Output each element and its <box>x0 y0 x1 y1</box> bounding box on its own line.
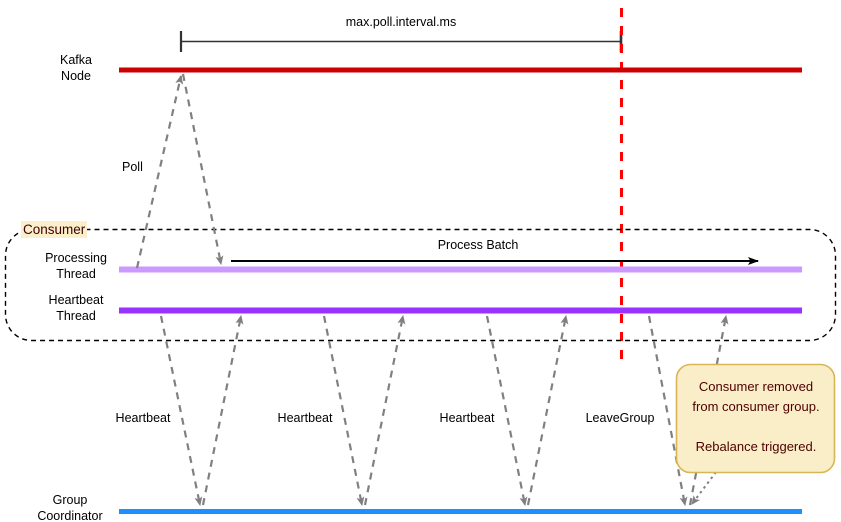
group-coordinator-label-line1: Group <box>53 493 88 507</box>
poll-label: Poll <box>122 160 143 174</box>
callout-connector-arrow <box>691 471 717 505</box>
callout-line-3: Rebalance triggered. <box>696 439 817 454</box>
leavegroup-label: LeaveGroup <box>586 411 655 425</box>
processing-thread-label-line1: Processing <box>45 251 107 265</box>
heartbeat-2-response-arrow <box>363 314 406 506</box>
heartbeat-1-label: Heartbeat <box>116 411 171 425</box>
heartbeat-thread-label-line2: Thread <box>56 309 96 323</box>
heartbeat-3-response-arrow <box>526 314 569 506</box>
lane-group-coordinator: Group Coordinator <box>37 493 802 522</box>
kafka-node-label-line2: Node <box>61 69 91 83</box>
lane-heartbeat-thread: Heartbeat Thread <box>49 293 802 323</box>
lane-kafka-node: Kafka Node <box>60 53 802 83</box>
processing-thread-label-line2: Thread <box>56 267 96 281</box>
poll-response-arrow <box>181 73 224 266</box>
process-batch-span: Process Batch <box>231 238 759 265</box>
heartbeat-2-request-arrow <box>322 315 365 507</box>
leavegroup-request-arrow <box>647 315 688 507</box>
callout-line-2: from consumer group. <box>692 399 819 414</box>
max-poll-interval-bracket: max.poll.interval.ms <box>179 15 623 52</box>
consumer-label-background <box>21 221 87 238</box>
message-heartbeat-2: Heartbeat <box>278 314 406 507</box>
lane-processing-thread: Processing Thread <box>45 251 802 281</box>
process-batch-label: Process Batch <box>438 238 519 252</box>
heartbeat-1-request-arrow <box>159 315 203 507</box>
callout-box-background <box>675 363 836 474</box>
heartbeat-3-label: Heartbeat <box>440 411 495 425</box>
consumer-box-outline <box>4 228 837 342</box>
max-poll-interval-label: max.poll.interval.ms <box>346 15 456 29</box>
kafka-node-label-line1: Kafka <box>60 53 92 67</box>
consumer-boundary-box: Consumer <box>4 221 837 342</box>
rebalance-callout-box: Consumer removed from consumer group. Re… <box>675 363 836 474</box>
message-heartbeat-1: Heartbeat <box>116 314 244 507</box>
consumer-box-label: Consumer <box>23 222 86 237</box>
heartbeat-2-label: Heartbeat <box>278 411 333 425</box>
heartbeat-3-request-arrow <box>485 315 528 507</box>
callout-line-1: Consumer removed <box>699 379 813 394</box>
heartbeat-thread-label-line1: Heartbeat <box>49 293 104 307</box>
poll-request-arrow <box>135 74 184 269</box>
message-heartbeat-3: Heartbeat <box>440 314 569 507</box>
message-poll: Poll <box>122 73 224 269</box>
heartbeat-1-response-arrow <box>201 314 244 506</box>
group-coordinator-label-line2: Coordinator <box>37 509 102 522</box>
